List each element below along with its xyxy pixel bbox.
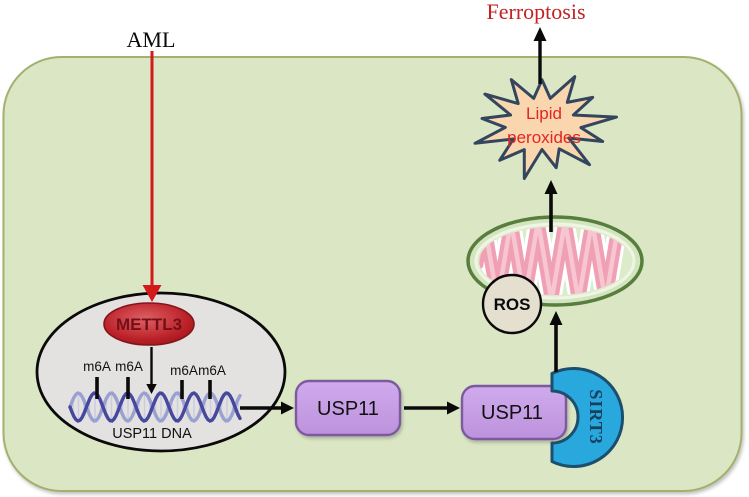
arrowhead [544, 180, 558, 194]
arrowhead [281, 401, 294, 415]
arrowhead [146, 384, 157, 394]
m6a-label-1: m6A [83, 359, 111, 374]
nucleus [35, 291, 287, 453]
arrow-sirt3-to-mitochondria [549, 311, 563, 372]
m6a-label-4: m6A [198, 363, 226, 378]
usp11-dna-label: USP11 DNA [112, 426, 192, 442]
arrow-mettl3-to-dna [146, 347, 157, 394]
aml-label: AML [127, 27, 176, 52]
usp11-free-box [294, 379, 402, 437]
arrow-aml-to-nucleus [142, 51, 162, 302]
mettl3-label: METTL3 [116, 315, 182, 334]
dna-rungs [72, 393, 239, 421]
ferroptosis-label: Ferroptosis [487, 0, 586, 24]
arrowhead [142, 285, 162, 302]
lipid-label-line1: Lipid [526, 104, 562, 123]
ros-label: ROS [494, 295, 531, 314]
ros-circle [481, 273, 543, 335]
arrow-lipid-to-ferroptosis [533, 27, 547, 84]
lipid-peroxides-star [473, 75, 618, 180]
arrow-usp11-to-usp11-sirt3 [404, 401, 460, 415]
arrowhead [533, 27, 547, 41]
lipid-label-line2: peroxides [507, 128, 581, 147]
usp11-bound-label: USP11 [481, 402, 543, 424]
sirt3-label: SIRT3 [586, 389, 606, 444]
arrow-mitochondria-to-lipid [544, 180, 558, 232]
usp11-free-label: USP11 [317, 398, 379, 420]
arrowhead [549, 311, 563, 325]
sirt3-clamp [550, 367, 624, 468]
arrowhead [447, 401, 460, 415]
m6a-label-2: m6A [115, 359, 143, 374]
arrow-nucleus-to-usp11 [240, 401, 294, 415]
mettl3-ellipse [103, 302, 195, 346]
m6a-marks [95, 377, 212, 399]
m6a-label-3: m6A [170, 363, 198, 378]
usp11-bound-box [460, 384, 568, 441]
